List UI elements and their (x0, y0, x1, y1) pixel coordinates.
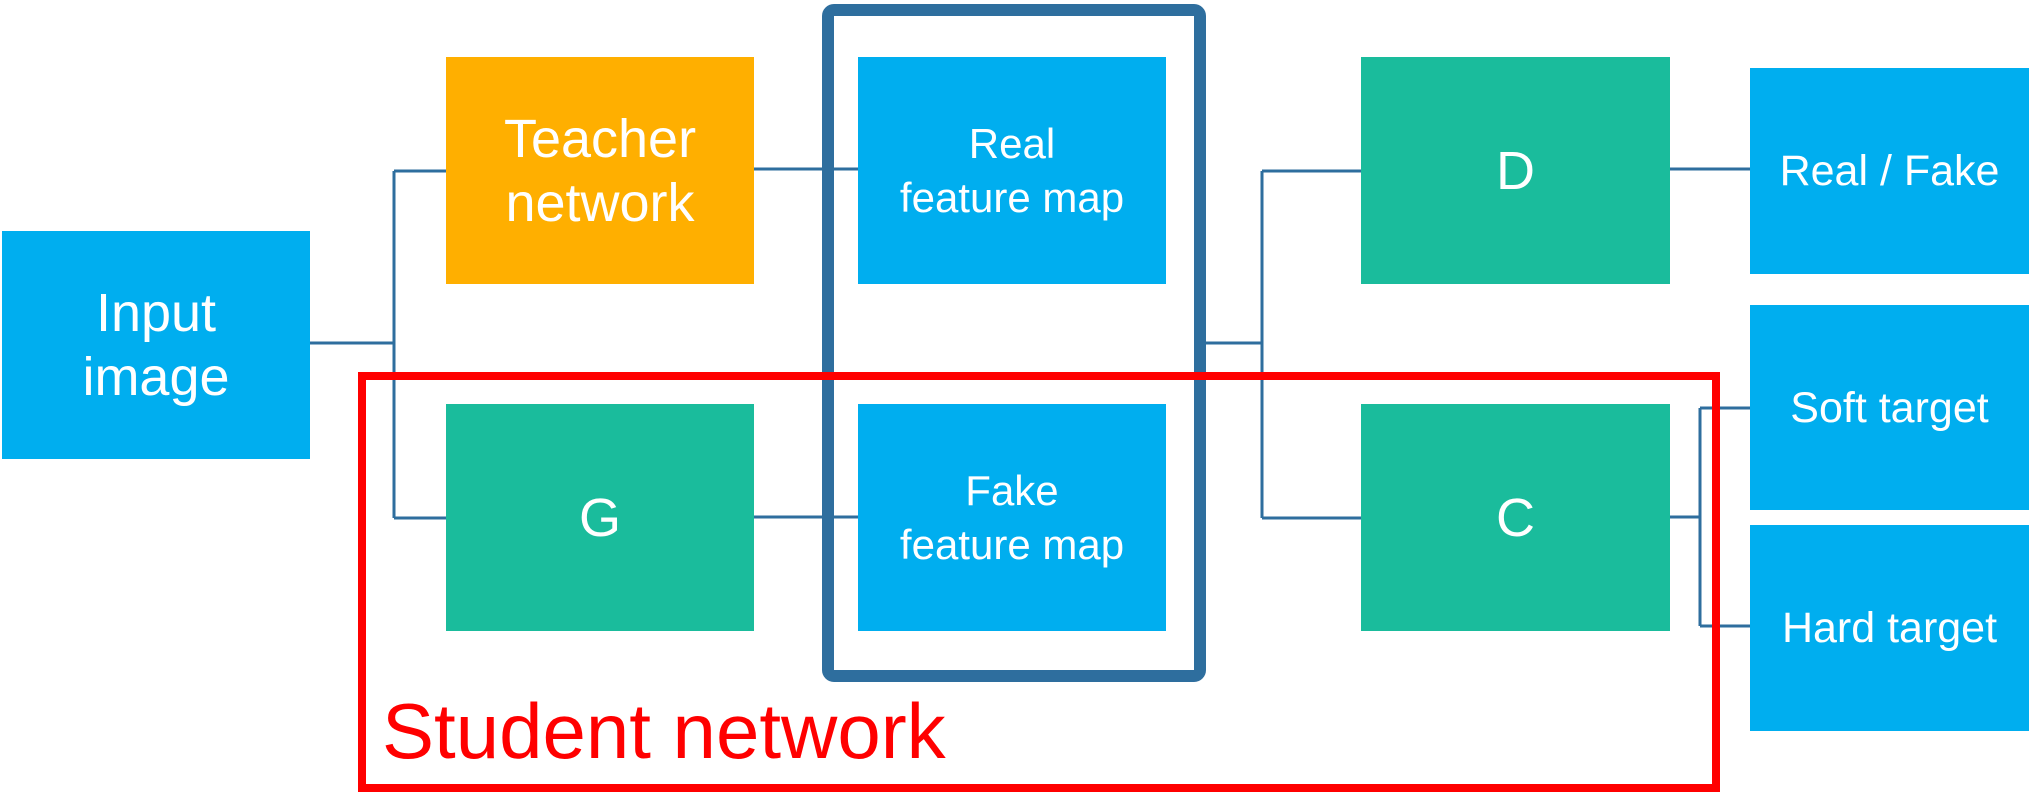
real-feature-map-label: Real feature map (899, 119, 1125, 221)
discriminator-label: D (1496, 140, 1535, 201)
fake-feature-map-node: Fake feature map (858, 404, 1166, 631)
soft-target-label: Soft target (1790, 383, 1989, 432)
classifier-node: C (1361, 404, 1670, 631)
real-feature-map-node: Real feature map (858, 57, 1166, 284)
student-network-frame (358, 372, 1720, 792)
generator-node: G (446, 404, 754, 631)
student-network-label: Student network (382, 687, 946, 775)
hard-target-label: Hard target (1781, 604, 1998, 652)
hard-target-node: Hard target (1750, 525, 2029, 731)
input-image-label: Input image (82, 283, 230, 407)
generator-label: G (578, 487, 621, 548)
feature-map-frame (822, 4, 1206, 682)
teacher-network-label: Teacher network (503, 108, 697, 233)
real-fake-output-node: Real / Fake (1750, 68, 2029, 274)
teacher-network-node: Teacher network (446, 57, 754, 284)
real-fake-output-label: Real / Fake (1779, 147, 2000, 195)
classifier-label: C (1496, 487, 1535, 548)
fake-feature-map-label: Fake feature map (899, 466, 1125, 568)
discriminator-node: D (1361, 57, 1670, 284)
input-image-node: Input image (2, 231, 310, 459)
soft-target-node: Soft target (1750, 305, 2029, 510)
